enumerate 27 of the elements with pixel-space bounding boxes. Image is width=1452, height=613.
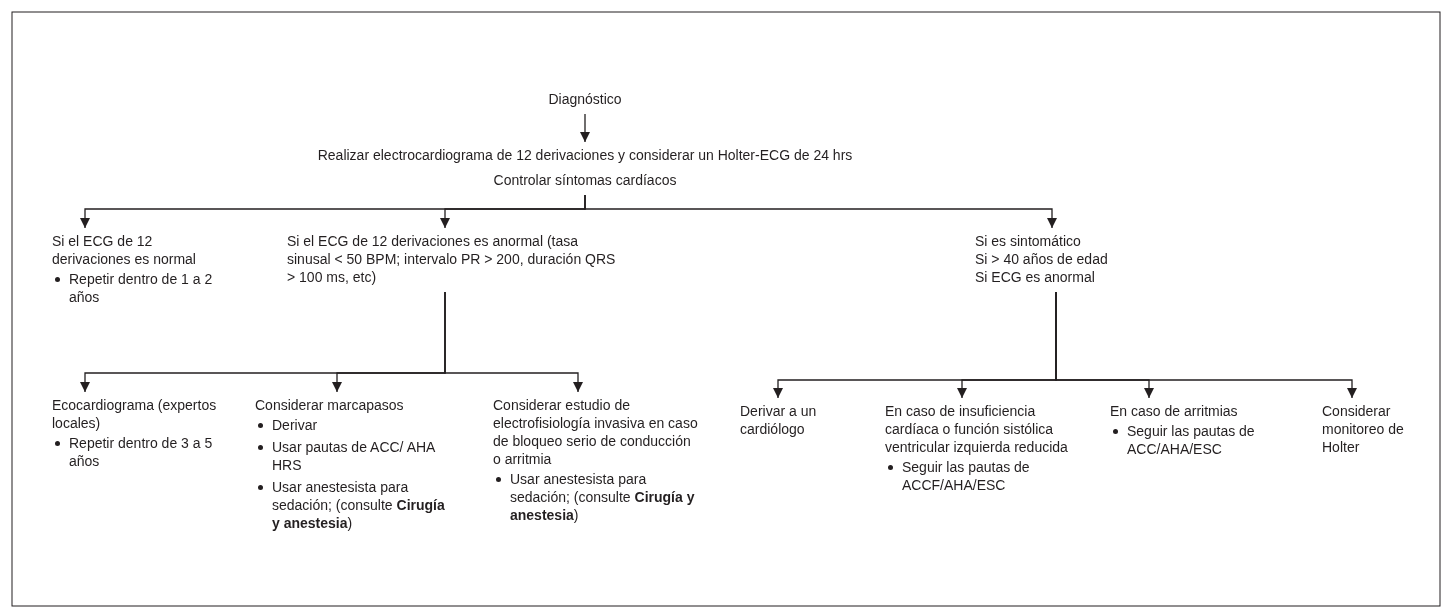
arrow <box>584 194 1057 229</box>
bullet-text: Repetir dentro de 3 a 5 años <box>69 434 214 470</box>
step-text: Derivar a un cardiólogo <box>740 402 818 438</box>
step-text: Diagnóstico <box>547 90 623 108</box>
step-text: Si es sintomático <box>975 232 1082 250</box>
arrow <box>444 291 583 393</box>
bullet-text: Derivar <box>272 416 318 434</box>
step-text: Controlar síntomas cardíacos <box>492 171 678 189</box>
heading-text: Considerar marcapasos <box>255 396 405 414</box>
step-text: Si el ECG de 12 derivaciones es anormal (tasa sinusal < 50 BPM; intervalo PR > 200, duración QRS > 100 ms, etc) <box>287 232 617 286</box>
bullet-text: Usar anestesista para sedación; (consulte Cirugía y anestesia) <box>272 478 446 532</box>
bullet-text: Seguir las pautas de ACC/AHA/ESC <box>1127 422 1256 458</box>
heading-text: Ecocardiograma (expertos locales) <box>52 396 217 432</box>
heading-text: En caso de insuficiencia cardíaca o función sistólica ventricular izquierda reducida <box>885 402 1069 456</box>
step-text: Si ECG es anormal <box>975 268 1096 286</box>
step-text: Si > 40 años de edad <box>975 250 1109 268</box>
bullet-text: Usar anestesista para sedación; (consulte Cirugía y anestesia) <box>510 470 696 524</box>
bullet-text: Seguir las pautas de ACCF/AHA/ESC <box>902 458 1031 494</box>
step-text: Considerar monitoreo de Holter <box>1322 402 1405 456</box>
heading-text: Si el ECG de 12 derivaciones es normal <box>52 232 197 268</box>
bullet-text: Repetir dentro de 1 a 2 años <box>69 270 214 306</box>
arrow <box>1055 291 1357 399</box>
heading-text: En caso de arritmias <box>1110 402 1239 420</box>
heading-text: Considerar estudio de electrofisiología invasiva en caso de bloqueo serio de conducción o arritmia <box>493 396 698 468</box>
arrow <box>580 113 590 143</box>
step-text: Realizar electrocardiograma de 12 derivaciones y considerar un Holter-ECG de 24 hrs <box>316 146 854 164</box>
bullet-text: Usar pautas de ACC/ AHA HRS <box>272 438 436 474</box>
